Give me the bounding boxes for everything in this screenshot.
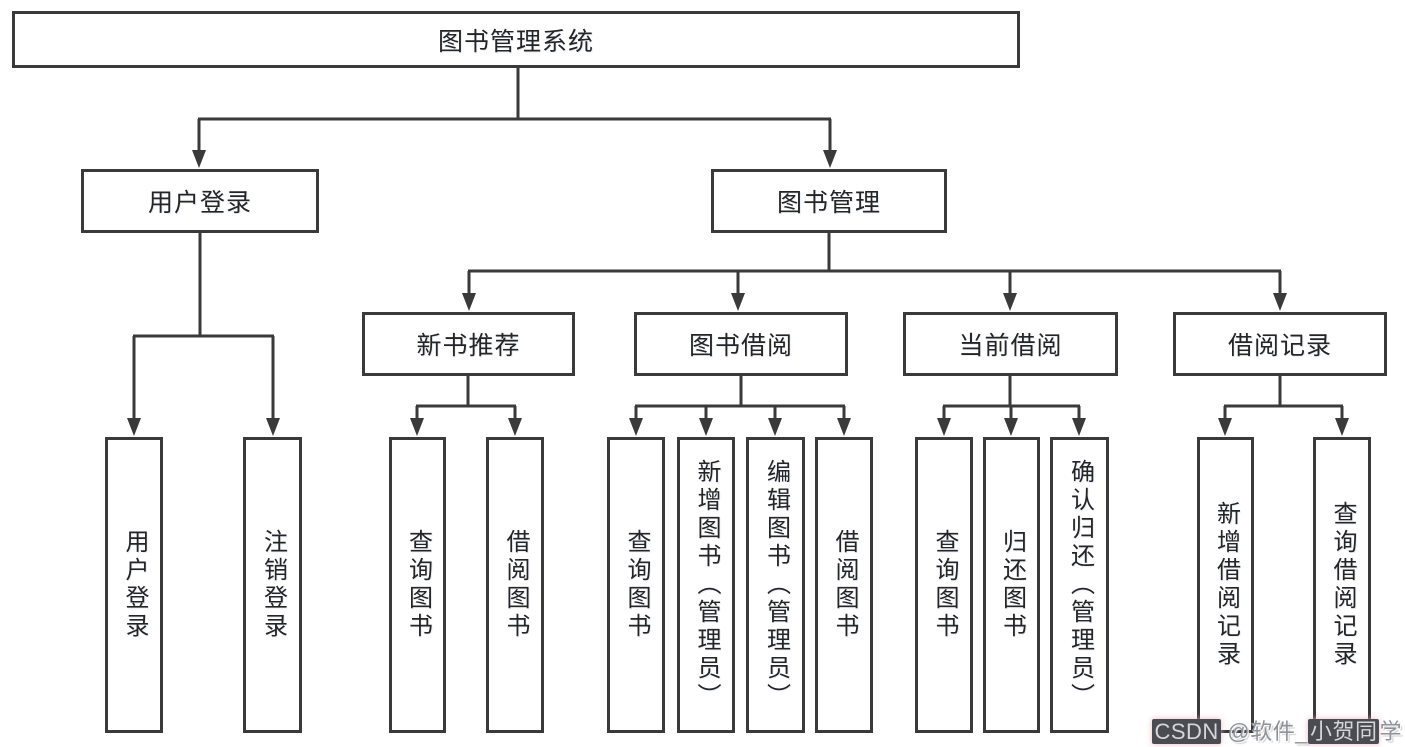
- node-book-borrowing: 图书借阅: [634, 312, 848, 376]
- leaf-current-confirm-return-admin-label: 确认归还（管理员）: [1066, 459, 1094, 711]
- csdn-watermark-highlight: 小贺同: [1307, 719, 1380, 744]
- node-new-book-recommend-label: 新书推荐: [416, 332, 521, 360]
- leaf-logout: 注销登录: [243, 437, 302, 733]
- node-current-borrowing-label: 当前借阅: [958, 332, 1063, 360]
- leaf-records-add-record: 新增借阅记录: [1197, 437, 1254, 733]
- csdn-watermark-text-1: @软件_: [1220, 719, 1308, 744]
- leaf-borrowing-add-books-admin: 新增图书（管理员）: [677, 437, 735, 733]
- arrowhead-icons: [127, 150, 1349, 436]
- leaf-current-confirm-return-admin: 确认归还（管理员）: [1050, 437, 1109, 733]
- leaf-current-return-books: 归还图书: [983, 437, 1040, 733]
- leaf-records-add-record-label: 新增借阅记录: [1212, 501, 1240, 669]
- leaf-borrowing-add-books-admin-label: 新增图书（管理员）: [693, 459, 720, 711]
- leaf-borrowing-borrow-books: 借阅图书: [815, 437, 873, 733]
- node-borrow-records-label: 借阅记录: [1227, 332, 1332, 360]
- csdn-watermark: CSDN @软件_小贺同学: [1152, 718, 1402, 745]
- leaf-borrowing-edit-books-admin: 编辑图书（管理员）: [746, 437, 805, 733]
- leaf-newrec-query-books: 查询图书: [389, 437, 446, 733]
- node-current-borrowing: 当前借阅: [903, 312, 1118, 376]
- node-user-login-label: 用户登录: [147, 189, 252, 217]
- csdn-watermark-logo: CSDN: [1152, 719, 1221, 744]
- leaf-borrowing-borrow-books-label: 借阅图书: [831, 529, 858, 641]
- node-book-management-label: 图书管理: [776, 189, 881, 217]
- leaf-borrowing-edit-books-admin-label: 编辑图书（管理员）: [762, 459, 790, 711]
- node-root: 图书管理系统: [12, 11, 1020, 68]
- leaf-current-query-books-label: 查询图书: [931, 529, 958, 641]
- leaf-records-query-record: 查询借阅记录: [1313, 437, 1371, 733]
- leaf-user-login: 用户登录: [105, 437, 163, 733]
- leaf-current-return-books-label: 归还图书: [998, 529, 1026, 641]
- leaf-newrec-query-books-label: 查询图书: [404, 529, 432, 641]
- connector-path: [132, 68, 1344, 420]
- node-user-login: 用户登录: [81, 169, 319, 233]
- leaf-borrowing-query-books: 查询图书: [607, 437, 665, 733]
- node-borrow-records: 借阅记录: [1173, 312, 1387, 376]
- csdn-watermark-text-2: 学: [1379, 719, 1402, 744]
- leaf-logout-label: 注销登录: [259, 529, 287, 641]
- node-book-borrowing-label: 图书借阅: [688, 332, 793, 360]
- leaf-borrowing-query-books-label: 查询图书: [623, 529, 650, 641]
- leaf-newrec-borrow-books-label: 借阅图书: [502, 529, 529, 641]
- leaf-records-query-record-label: 查询借阅记录: [1329, 501, 1356, 669]
- leaf-newrec-borrow-books: 借阅图书: [486, 437, 544, 733]
- node-new-book-recommend: 新书推荐: [362, 312, 575, 376]
- leaf-user-login-label: 用户登录: [121, 529, 148, 641]
- node-book-management: 图书管理: [711, 169, 947, 233]
- node-root-label: 图书管理系统: [437, 27, 594, 56]
- leaf-current-query-books: 查询图书: [915, 437, 973, 733]
